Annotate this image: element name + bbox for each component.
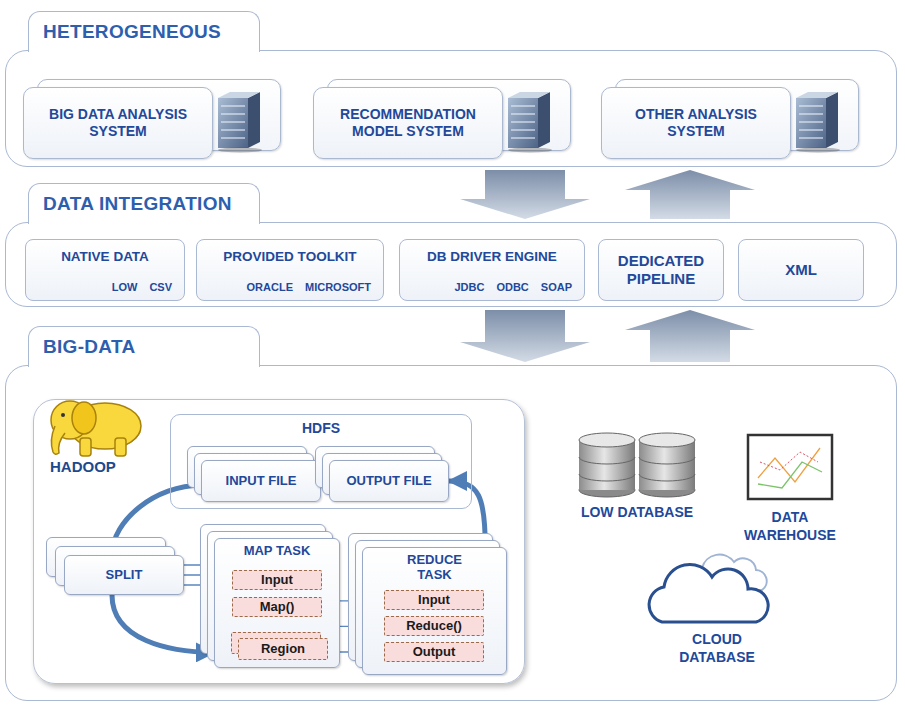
band-box: DATA INTEGRATIONNATIVE DATALOWCSVPROVIDE… — [5, 222, 897, 307]
band-box: HETEROGENEOUSBIG DATA ANALYSIS SYSTEMREC… — [5, 50, 897, 167]
integration-label: XML — [785, 261, 817, 279]
int-box: DEDICATED PIPELINE — [598, 239, 724, 301]
sub-label: MICROSOFT — [305, 281, 371, 294]
flow-arrow — [112, 595, 214, 652]
sub-label-row: JDBC ODBC SOAP — [454, 281, 572, 294]
int-box: DB DRIVER ENGINE JDBC ODBC SOAP — [399, 239, 585, 301]
cell-box: Input — [232, 570, 322, 590]
step-label: Input — [418, 592, 450, 608]
sub-label-row: ORACLE MICROSOFT — [247, 281, 371, 294]
heading-tab: DATA INTEGRATION — [28, 183, 260, 224]
cell-box: Input — [384, 590, 484, 610]
hadoop-label: HADOOP — [50, 458, 116, 476]
int-box: NATIVE DATA LOW CSV — [25, 239, 185, 301]
heading-tab: BIG-DATA — [28, 326, 260, 367]
step-label: Map() — [260, 599, 295, 615]
sys-box: OTHER ANALYSIS SYSTEM — [601, 87, 791, 159]
step-label: Input — [261, 572, 293, 588]
split-label: SPLIT — [106, 567, 143, 583]
sys-box: RECOMMENDATION MODEL SYSTEM — [313, 87, 503, 159]
sub-label: SOAP — [541, 281, 572, 294]
step-label: Output — [413, 644, 456, 660]
sub-label: JDBC — [454, 281, 484, 294]
cell-box: Reduce() — [384, 616, 484, 636]
band-heading: HETEROGENEOUS — [43, 21, 221, 42]
sub-label-row: LOW CSV — [112, 281, 172, 294]
system-label: OTHER ANALYSIS SYSTEM — [616, 106, 776, 140]
cell-box: Map() — [232, 597, 322, 617]
flow-block-arrow — [625, 170, 755, 219]
task-box: MAP TASK InputMap() Region — [214, 538, 340, 668]
sub-label: ODBC — [496, 281, 528, 294]
integration-label: NATIVE DATA — [26, 240, 184, 265]
integration-label: DEDICATED PIPELINE — [605, 252, 717, 288]
hadoop-elephant — [51, 401, 141, 456]
integration-label: DB DRIVER ENGINE — [400, 240, 584, 265]
int-box: XML — [738, 239, 864, 301]
sys-box: BIG DATA ANALYSIS SYSTEM — [23, 87, 213, 159]
flow-block-arrow — [460, 310, 590, 362]
database-icon — [579, 433, 695, 497]
split-box: SPLIT — [64, 555, 184, 595]
heading-tab: HETEROGENEOUS — [28, 11, 260, 52]
system-label: RECOMMENDATION MODEL SYSTEM — [328, 106, 488, 140]
system-label: BIG DATA ANALYSIS SYSTEM — [38, 106, 198, 140]
band-heading: DATA INTEGRATION — [43, 193, 232, 214]
label-holder: LOW DATABASE — [567, 503, 707, 521]
label-holder: DATA WAREHOUSE — [735, 508, 845, 544]
int-box: PROVIDED TOOLKIT ORACLE MICROSOFT — [196, 239, 384, 301]
sub-label: LOW — [112, 281, 138, 294]
sub-label: ORACLE — [247, 281, 293, 294]
hadoop-box: HADOOP HDFS INPUT FILE OUTPUT FILE SPLIT MAP … — [33, 399, 525, 684]
step-label: Reduce() — [406, 618, 462, 634]
flow-block-arrow — [625, 310, 755, 362]
hdfs-label: HDFS — [171, 415, 471, 437]
sub-label: CSV — [149, 281, 172, 294]
warehouse-chart-icon — [748, 435, 832, 499]
file-box: INPUT FILE — [201, 460, 321, 502]
cell-box: Output — [384, 642, 484, 662]
icon-caption: DATA WAREHOUSE — [744, 509, 836, 543]
task-title: MAP TASK — [235, 543, 319, 558]
file-box: OUTPUT FILE — [329, 460, 449, 502]
icon-caption: LOW DATABASE — [581, 504, 693, 520]
step-label: Region — [261, 641, 305, 657]
integration-label: PROVIDED TOOLKIT — [197, 240, 383, 265]
file-label: INPUT FILE — [226, 473, 297, 489]
label-holder: CLOUD DATABASE — [672, 630, 762, 666]
cloud-icon — [649, 555, 768, 622]
file-label: OUTPUT FILE — [346, 473, 431, 489]
region-box: Region — [238, 638, 328, 660]
flow-block-arrow — [460, 170, 590, 219]
task-box: REDUCE TASK InputReduce() Output — [362, 547, 507, 675]
band-heading: BIG-DATA — [43, 336, 135, 357]
hdfs-box: HDFS INPUT FILE OUTPUT FILE — [170, 414, 472, 509]
icon-caption: CLOUD DATABASE — [679, 631, 755, 665]
task-title: REDUCE TASK — [393, 552, 477, 582]
